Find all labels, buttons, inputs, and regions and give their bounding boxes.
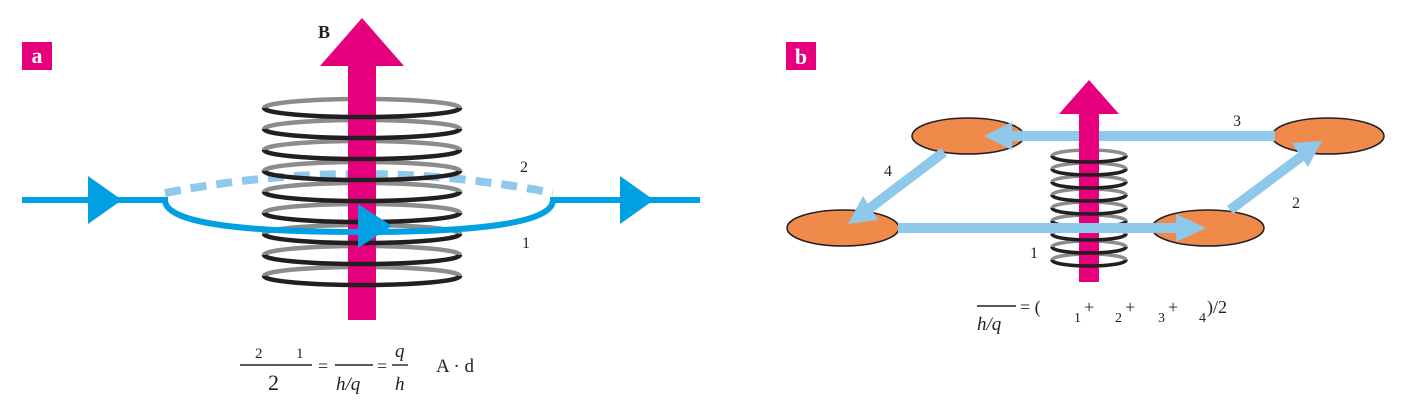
panel-b-badge-box: [786, 42, 816, 70]
path-3: [984, 122, 1275, 150]
node-bottom-left: [786, 209, 900, 247]
formula-b-open: = (: [1020, 297, 1041, 318]
panel-a-badge-box: [22, 42, 52, 70]
formula-a-h: h: [395, 374, 405, 395]
formula-a-h-over-q: h/q: [336, 374, 361, 395]
path-b-label-3: 3: [1233, 113, 1241, 130]
panel-b-badge-label: b: [795, 44, 807, 69]
panel-a-badge: a: [22, 42, 52, 70]
node-top-right: [1271, 117, 1385, 155]
formula-a-eq2: =: [377, 356, 387, 376]
path-b-label-2: 2: [1292, 195, 1300, 212]
path-b-label-1: 1: [1030, 245, 1038, 262]
magnetic-field-arrow: [320, 18, 404, 320]
field-arrow-head: [320, 18, 404, 66]
formula-b-h-over-q: h/q: [977, 314, 1002, 335]
arrowhead-outgoing: [620, 176, 654, 224]
formula-b-plus-3: +: [1168, 297, 1178, 317]
panel-a: a B 2 1 2 1 2: [22, 18, 700, 395]
formula-b-term-4: 4: [1199, 311, 1206, 326]
field-arrow-b-head: [1059, 80, 1119, 114]
coil-winding-front: [1050, 246, 1128, 255]
path-label-2: 2: [520, 159, 528, 176]
formula-a-denominator: 2: [268, 370, 279, 395]
formula-a-num-left: 2: [255, 346, 263, 362]
path-3-arrowhead: [984, 122, 1012, 150]
path-1-b: [898, 214, 1206, 242]
coil-winding-front: [1050, 155, 1128, 164]
formula-b-plus-2: +: [1125, 297, 1135, 317]
coil-winding-front: [261, 169, 463, 183]
formula-b-plus-1: +: [1084, 297, 1094, 317]
coil-winding-front: [1050, 168, 1128, 177]
field-label-b: B: [318, 22, 330, 42]
formula-a-integral: A · d: [436, 356, 475, 377]
formula-b: h/q = ( 1 + 2 + 3 + 4 )/2: [977, 297, 1227, 335]
formula-b-term-2: 2: [1115, 311, 1122, 326]
formula-b-term-3: 3: [1158, 311, 1165, 326]
path-2-arrowhead: [1292, 141, 1322, 167]
coil-winding-front: [1050, 194, 1128, 203]
formula-a-num-right: 1: [296, 346, 304, 362]
path-4-line: [866, 148, 948, 212]
formula-a-q: q: [395, 341, 405, 362]
coil-winding-front: [261, 274, 463, 288]
path-2-line: [1227, 152, 1305, 214]
arrowhead-path-1: [358, 204, 392, 248]
path-b-label-4: 4: [884, 163, 892, 180]
formula-a-eq1: =: [318, 356, 328, 376]
coil-winding-front: [1050, 181, 1128, 190]
panel-a-badge-label: a: [32, 43, 43, 68]
coil-winding-front: [261, 148, 463, 162]
path-label-1: 1: [522, 235, 530, 252]
formula-b-close: )/2: [1207, 297, 1227, 318]
formula-a: 2 1 2 = h/q = q h A · d: [240, 341, 475, 395]
coil-winding-front: [1050, 259, 1128, 268]
coil-winding-front: [1050, 233, 1128, 242]
coil-winding-front: [261, 106, 463, 120]
path-main: [22, 176, 700, 248]
path-4-b: [848, 148, 948, 224]
path-4-arrowhead: [848, 196, 878, 224]
arrowhead-incoming: [88, 176, 122, 224]
formula-b-term-1: 1: [1074, 311, 1081, 326]
panel-b: b: [786, 42, 1385, 335]
coil-winding-front: [261, 253, 463, 267]
coil-winding-front: [1050, 207, 1128, 216]
field-arrow-shaft: [348, 64, 376, 320]
coil-winding-front: [261, 127, 463, 141]
path-2-b: [1227, 141, 1322, 214]
field-arrow-b-shaft: [1079, 112, 1099, 282]
coil-winding-front: [261, 190, 463, 204]
panel-b-badge: b: [786, 42, 816, 70]
path-1-arrowhead: [1176, 214, 1206, 242]
solenoid-a-front-windings: [261, 106, 463, 288]
